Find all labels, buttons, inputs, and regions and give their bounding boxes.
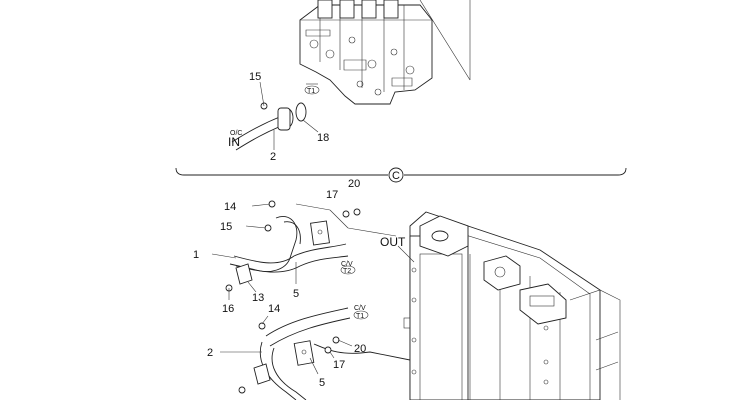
panel-line <box>419 0 471 81</box>
label-13: 13 <box>252 292 264 304</box>
svg-text:T1: T1 <box>356 313 364 320</box>
svg-text:C/V: C/V <box>341 261 353 268</box>
label-5-upper: 5 <box>293 288 299 300</box>
hose-2-upper <box>231 81 319 151</box>
nut-20-upper <box>353 208 361 216</box>
cooler-bracket <box>519 283 567 325</box>
label-20-lower: 20 <box>354 343 366 355</box>
cv-ref-t1: C/V T1 <box>353 305 369 320</box>
section-mark <box>388 167 404 183</box>
bolt-17-upper <box>342 210 350 218</box>
port-in-label: IN <box>228 135 240 149</box>
label-1: 1 <box>193 249 199 261</box>
control-valve-drawing <box>299 0 471 105</box>
svg-text:T2: T2 <box>343 268 351 275</box>
label-17-lower: 17 <box>333 359 345 371</box>
bolt-14-lower <box>258 322 266 330</box>
bolt-16-lower <box>238 386 246 394</box>
label-14-upper: 14 <box>224 201 236 213</box>
label-15-lower: 15 <box>220 221 232 233</box>
port-out-label: OUT <box>380 235 406 249</box>
svg-text:C/V: C/V <box>354 305 366 312</box>
clamp-13-lower <box>253 363 271 385</box>
bolt-17-lower <box>324 346 332 354</box>
label-20-upper: 20 <box>348 178 360 190</box>
label-14-lower: 14 <box>268 303 280 315</box>
section-mark-label: C <box>392 170 400 182</box>
hose-2-lower <box>220 307 411 400</box>
nut-20-lower <box>332 336 340 344</box>
label-18: 18 <box>317 132 329 144</box>
o-ring-18 <box>295 102 307 122</box>
valve-body <box>299 4 433 105</box>
cooler-cap <box>483 255 521 291</box>
label-5-lower: 5 <box>319 377 325 389</box>
label-15-upper: 15 <box>249 71 261 83</box>
hose-1 <box>211 200 397 300</box>
cv-ref-t2: C/V T2 <box>340 261 356 275</box>
label-2-lower: 2 <box>207 347 213 359</box>
clamp-5-lower <box>293 340 315 366</box>
clamp-5-upper <box>310 220 330 246</box>
hose-1-bend <box>229 216 298 272</box>
cooler-side-tank <box>409 235 469 400</box>
svg-text:T1: T1 <box>307 88 315 95</box>
clamp-13 <box>235 263 253 285</box>
ref-tag-upper: T1 <box>304 83 320 95</box>
label-16: 16 <box>222 303 234 315</box>
port-in-sub: O/C <box>230 130 242 137</box>
label-17-upper: 17 <box>326 189 338 201</box>
oil-cooler-drawing <box>397 211 621 400</box>
flange <box>277 107 291 131</box>
label-2-upper: 2 <box>270 151 276 163</box>
section-divider: C <box>175 167 627 183</box>
